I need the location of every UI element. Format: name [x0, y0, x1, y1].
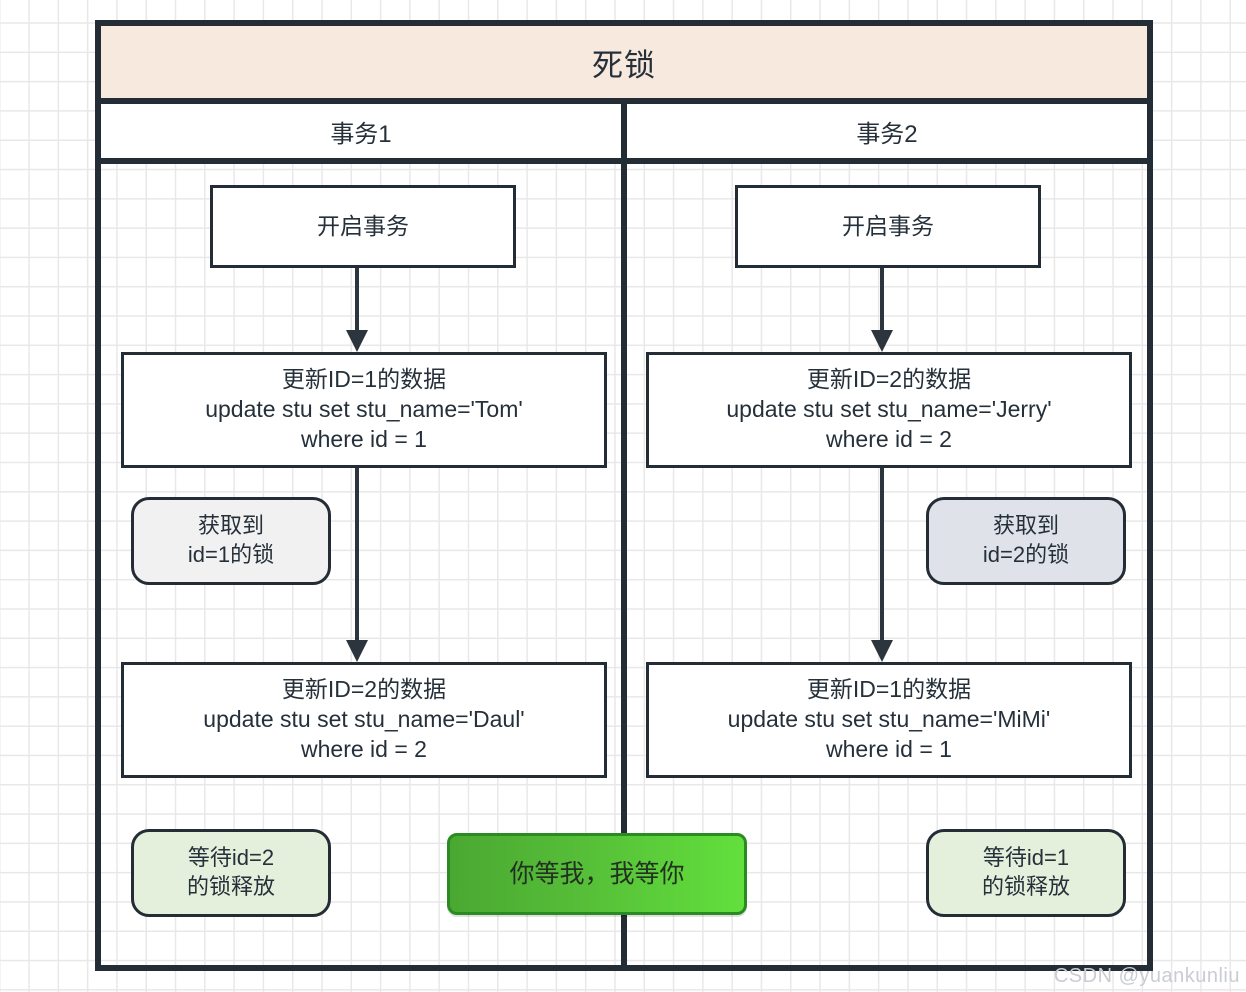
tx2-lock-acquired-pill: 获取到 id=2的锁 — [926, 497, 1126, 585]
tx2-lock-acquired-label: 获取到 id=2的锁 — [982, 513, 1070, 567]
tx1-lock-acquired-label: 获取到 id=1的锁 — [187, 513, 275, 567]
arrow-shaft — [880, 468, 884, 640]
tx2-waiting-pill: 等待id=1 的锁释放 — [926, 829, 1126, 917]
tx1-step2-line2: update stu set stu_name='Daul' — [203, 706, 525, 733]
tx1-lock-acquired-pill: 获取到 id=1的锁 — [131, 497, 331, 585]
tx1-begin-label: 开启事务 — [317, 212, 409, 239]
column-divider — [621, 164, 627, 965]
arrow-shaft — [355, 268, 359, 330]
arrow-head — [871, 640, 893, 662]
tx1-step1-line2: update stu set stu_name='Tom' — [205, 396, 523, 423]
tx1-arrow-step1-to-step2 — [345, 468, 369, 662]
tx1-step2-box: 更新ID=2的数据 update stu set stu_name='Daul'… — [121, 662, 607, 778]
tx1-step1-box: 更新ID=1的数据 update stu set stu_name='Tom' … — [121, 352, 607, 468]
tx2-arrow-step1-to-step2 — [870, 468, 894, 662]
tx2-step1-line1: 更新ID=2的数据 — [806, 366, 972, 393]
tx2-arrow-begin-to-step1 — [870, 268, 894, 352]
deadlock-callout-button[interactable]: 你等我，我等你 — [447, 833, 747, 915]
tx1-step2-line1: 更新ID=2的数据 — [281, 676, 447, 703]
tx2-step2-line2: update stu set stu_name='MiMi' — [727, 706, 1051, 733]
tx2-step2-line3: where id = 1 — [826, 735, 952, 762]
arrow-head — [346, 330, 368, 352]
tx2-begin-box: 开启事务 — [735, 185, 1041, 268]
tx2-step1-line2: update stu set stu_name='Jerry' — [726, 396, 1052, 423]
tx1-step2-line3: where id = 2 — [301, 735, 427, 762]
tx1-step1-line1: 更新ID=1的数据 — [281, 366, 447, 393]
tx2-waiting-label: 等待id=1 的锁释放 — [981, 845, 1070, 899]
tx2-step2-line1: 更新ID=1的数据 — [806, 676, 972, 703]
arrow-shaft — [355, 468, 359, 640]
arrow-head — [346, 640, 368, 662]
watermark-text: CSDN @yuankunliu — [1053, 965, 1240, 987]
tx1-waiting-pill: 等待id=2 的锁释放 — [131, 829, 331, 917]
tx2-step1-box: 更新ID=2的数据 update stu set stu_name='Jerry… — [646, 352, 1132, 468]
deadlock-table-frame: 死锁 事务1 事务2 开启事务 更新ID=1的数据 update stu set… — [95, 20, 1153, 971]
column-header-tx2: 事务2 — [856, 120, 918, 148]
tx1-begin-box: 开启事务 — [210, 185, 516, 268]
tx2-begin-label: 开启事务 — [842, 212, 934, 239]
tx1-arrow-begin-to-step1 — [345, 268, 369, 352]
tx2-step1-line3: where id = 2 — [826, 425, 952, 452]
page-title: 死锁 — [592, 47, 656, 83]
tx1-step1-line3: where id = 1 — [301, 425, 427, 452]
tx2-step2-box: 更新ID=1的数据 update stu set stu_name='MiMi'… — [646, 662, 1132, 778]
tx1-waiting-label: 等待id=2 的锁释放 — [186, 845, 275, 899]
arrow-shaft — [880, 268, 884, 330]
arrow-head — [871, 330, 893, 352]
diagram-title-bar: 死锁 — [101, 26, 1147, 104]
deadlock-callout-label: 你等我，我等你 — [509, 859, 685, 888]
column-header-tx1: 事务1 — [101, 104, 627, 158]
column-header-row: 事务1 事务2 — [101, 104, 1147, 164]
